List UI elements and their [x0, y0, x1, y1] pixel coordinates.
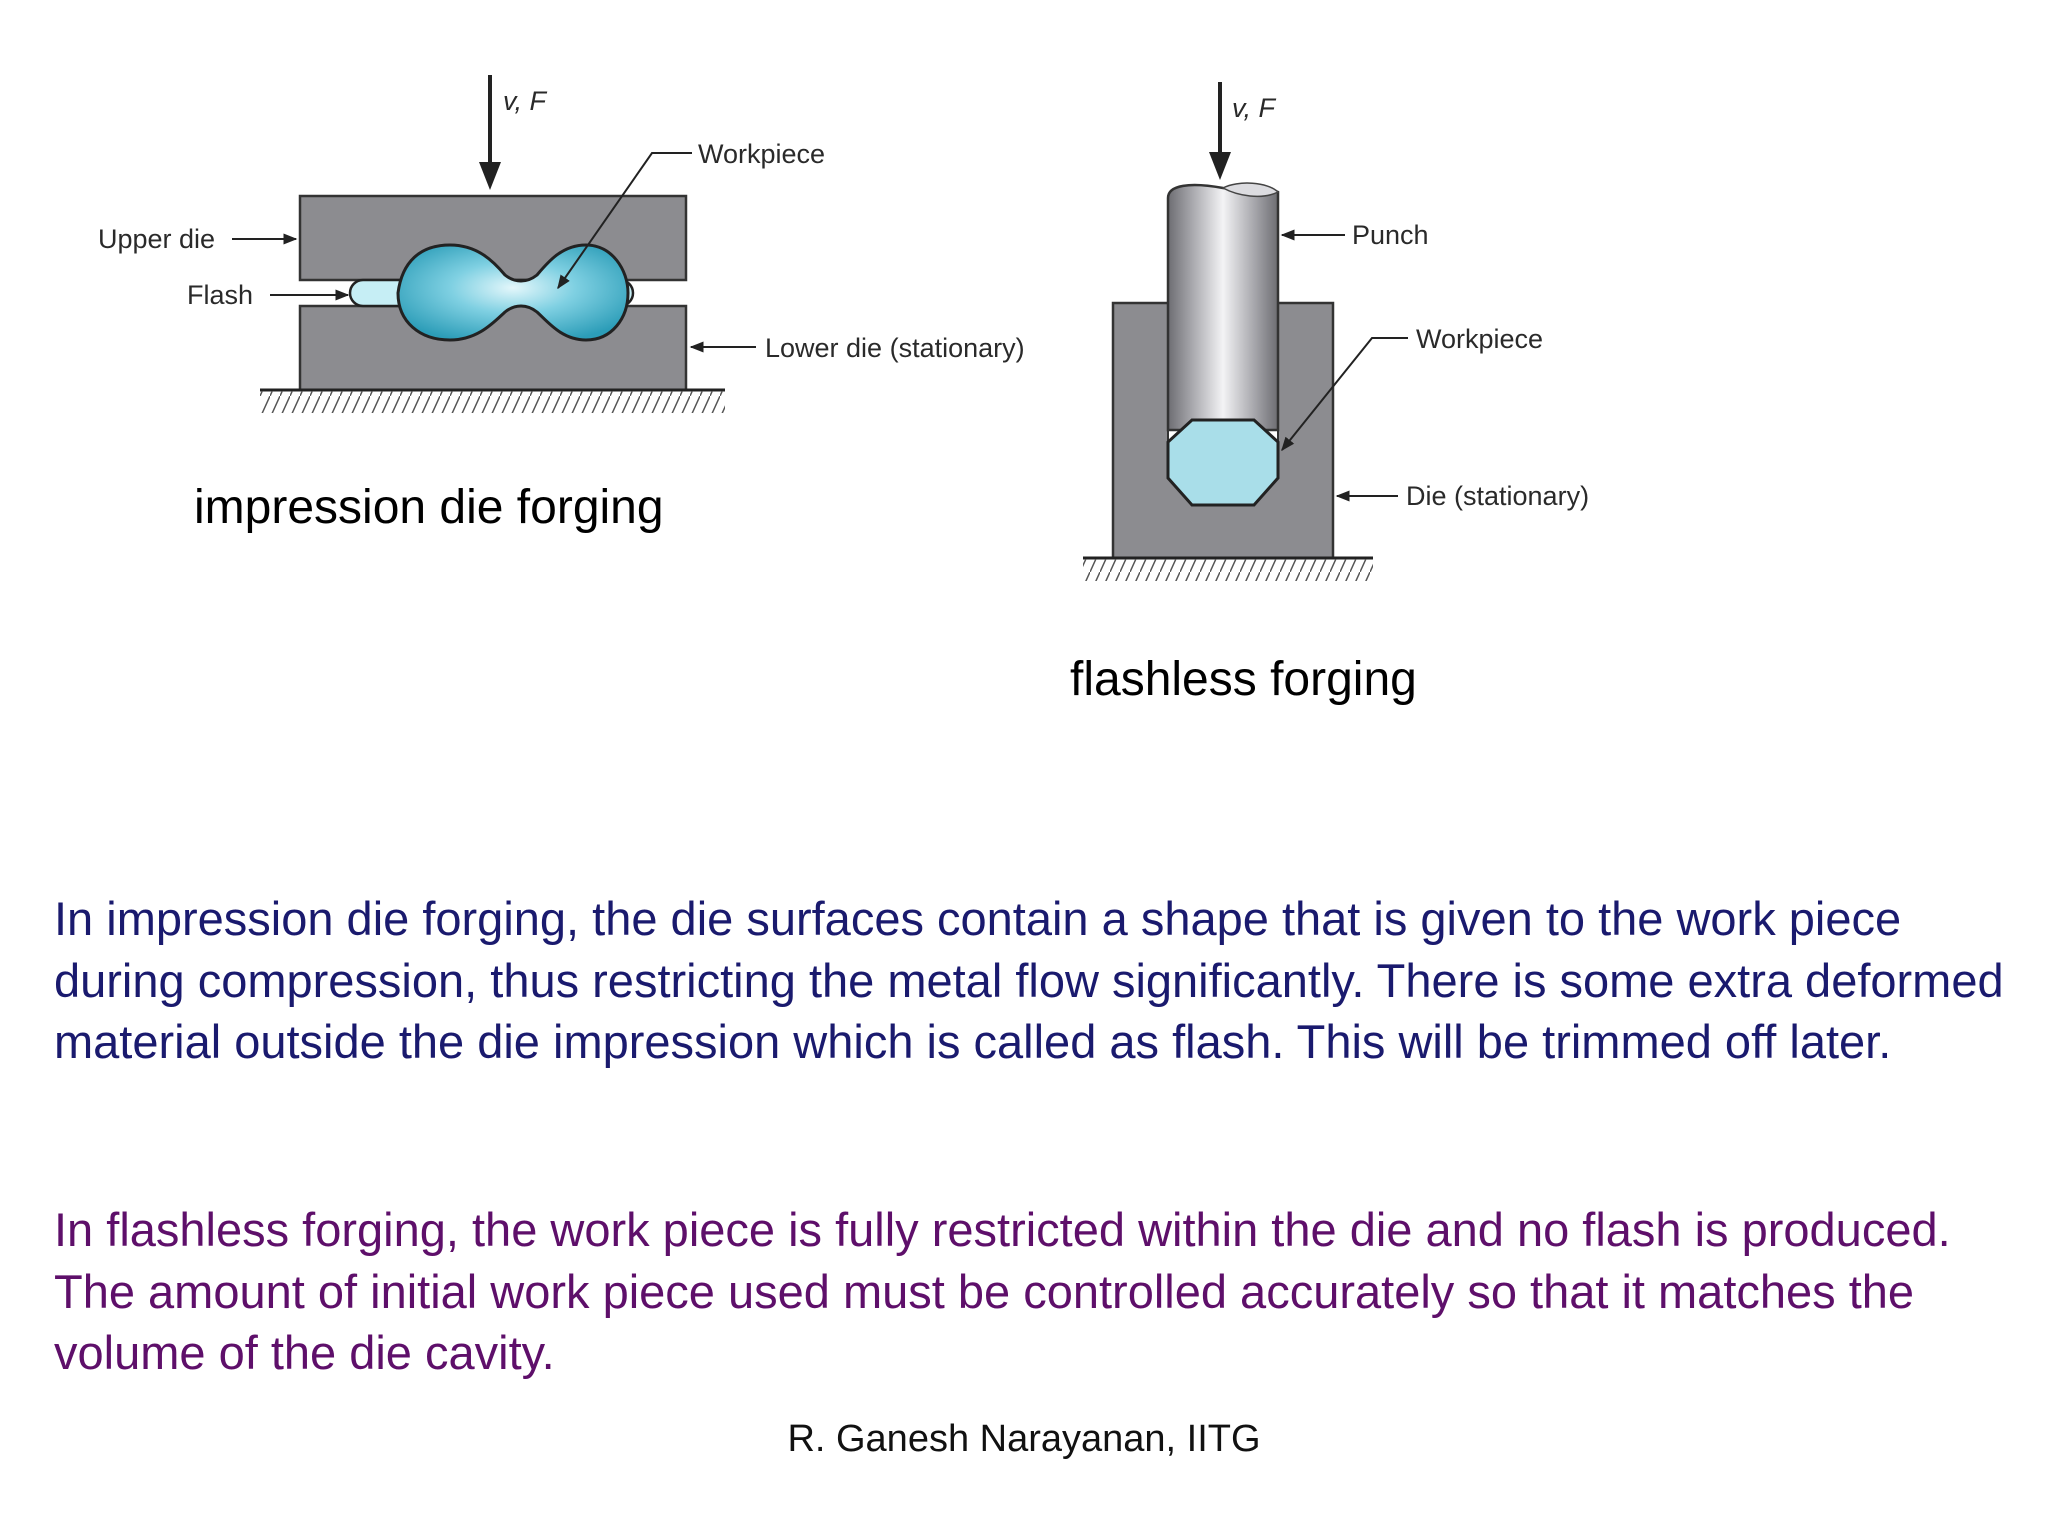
die-label: Die (stationary)	[1406, 481, 1589, 511]
flashless-figure: v, F Punch Workpiece Die (stationary)	[1083, 82, 1589, 581]
workpiece-leader-right	[1281, 337, 1408, 452]
lower-die-label: Lower die (stationary)	[765, 333, 1025, 363]
ground-hatch-left	[260, 391, 725, 413]
force-arrowhead-right	[1209, 152, 1231, 180]
ground-hatch-right	[1083, 559, 1373, 581]
caption-impression-die-forging: impression die forging	[194, 481, 664, 534]
punch	[1166, 183, 1280, 432]
workpiece-label-left: Workpiece	[698, 139, 825, 169]
workpiece-right	[1166, 418, 1280, 507]
force-arrowhead-left	[479, 162, 501, 190]
force-label-left: v, F	[503, 86, 547, 116]
impression-die-figure: v, F Workpiece Upper die Flash Lower die…	[98, 75, 1025, 413]
paragraph-flashless: In flashless forging, the work piece is …	[54, 1203, 1951, 1379]
workpiece-leader-left	[557, 152, 692, 290]
flash-label: Flash	[187, 280, 253, 310]
force-label-right: v, F	[1232, 93, 1276, 123]
upper-die-label: Upper die	[98, 224, 215, 254]
caption-flashless-forging: flashless forging	[1070, 653, 1417, 706]
workpiece-label-right: Workpiece	[1416, 324, 1543, 354]
punch-label: Punch	[1352, 220, 1429, 250]
punch-top	[1221, 182, 1280, 198]
footer-author: R. Ganesh Narayanan, IITG	[787, 1418, 1261, 1460]
paragraph-impression-die: In impression die forging, the die surfa…	[54, 892, 2004, 1068]
